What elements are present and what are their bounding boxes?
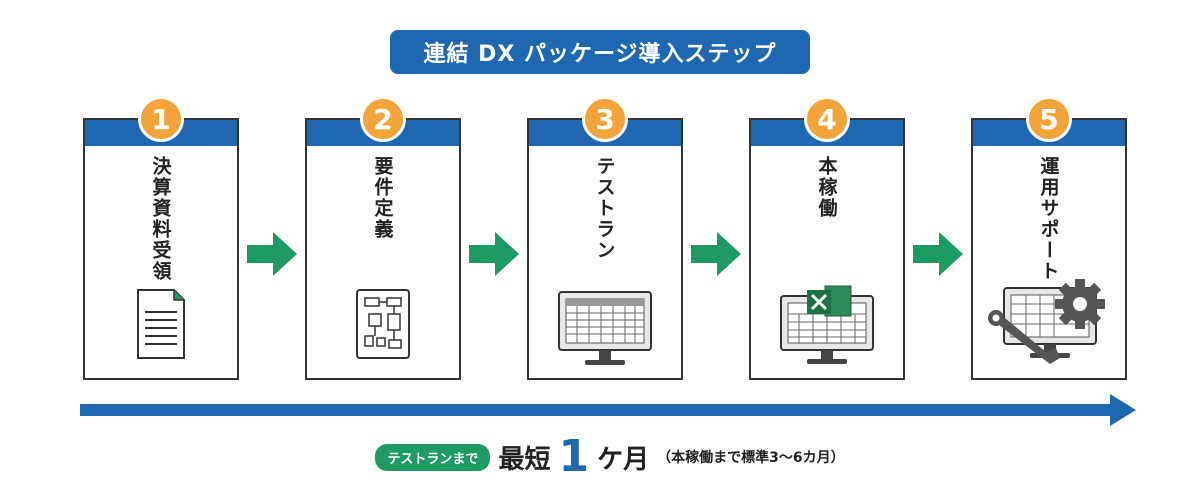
test-run-badge: テストランまで — [375, 443, 491, 471]
step-card-1: 1 決算資料受領 — [83, 96, 239, 380]
shortest-label: 最短 — [498, 444, 551, 475]
duration-number: 1 — [558, 431, 590, 482]
step-label: テストラン — [593, 156, 616, 261]
step-number-badge: 4 — [804, 96, 850, 142]
flowchart-icon — [307, 288, 459, 372]
duration-note: （本稼働まで標準3〜6カ月） — [657, 450, 845, 466]
step-label: 要件定義 — [371, 156, 394, 240]
document-icon — [85, 288, 237, 372]
step-label: 決算資料受領 — [149, 156, 172, 282]
step-card-5: 5 運用サポート — [971, 96, 1127, 380]
next-step-arrow — [913, 232, 963, 276]
step-card-3: 3 テストラン — [527, 96, 683, 380]
monitor-excel-icon — [751, 285, 903, 372]
step-number-badge: 5 — [1026, 96, 1072, 142]
next-step-arrow — [247, 232, 297, 276]
duration-unit: ケ月 — [597, 444, 650, 475]
monitor-spreadsheet-icon — [529, 288, 681, 372]
duration-summary: テストランまで 最短 1 ケ月 （本稼働まで標準3〜6カ月） — [330, 432, 890, 482]
step-label: 本稼働 — [815, 156, 838, 219]
monitor-tools-icon — [973, 279, 1125, 372]
step-number-badge: 3 — [582, 96, 628, 142]
next-step-arrow — [469, 232, 519, 276]
diagram-title: 連結 DX パッケージ導入ステップ — [390, 30, 810, 74]
step-number-badge: 2 — [360, 96, 406, 142]
next-step-arrow — [691, 232, 741, 276]
step-number-badge: 1 — [138, 96, 184, 142]
step-card-4: 4 本稼働 — [749, 96, 905, 380]
timeline-arrow — [80, 394, 1136, 426]
step-card-2: 2 要件定義 — [305, 96, 461, 380]
step-label: 運用サポート — [1037, 156, 1060, 282]
